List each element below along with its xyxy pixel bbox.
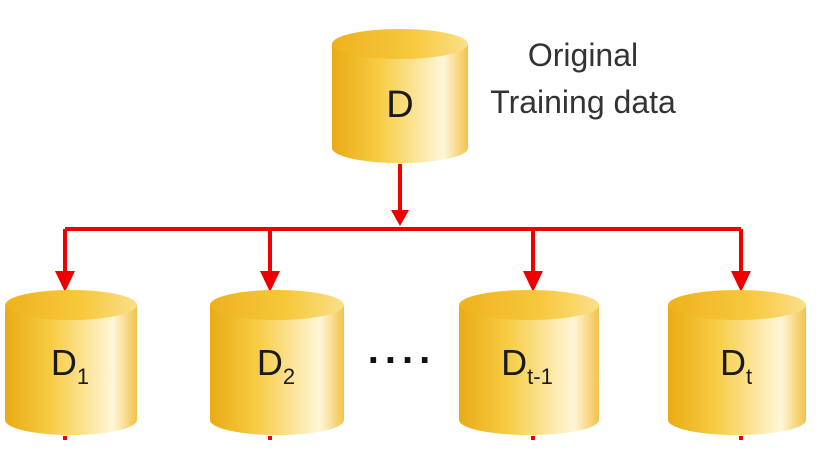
root-note-line2: Training data bbox=[490, 84, 676, 120]
root-cylinder-body bbox=[332, 44, 468, 163]
branch-arrowhead-2 bbox=[260, 271, 280, 292]
bottom-arrow-stubs bbox=[63, 436, 743, 440]
branch-arrowhead-1 bbox=[55, 271, 75, 292]
subset-t-minus-1-top bbox=[459, 290, 599, 320]
subset-cylinder-t: Dt bbox=[668, 290, 806, 435]
root-note-line1: Original bbox=[528, 37, 638, 73]
subset-2-body bbox=[210, 305, 344, 435]
subset-2-label: D2 bbox=[257, 342, 295, 389]
subset-t-minus-1-body bbox=[459, 305, 599, 435]
connector-lines bbox=[55, 164, 751, 292]
subset-t-minus-1-base: D bbox=[501, 342, 527, 383]
subset-t-minus-1-label: Dt-1 bbox=[501, 342, 553, 389]
subset-1-base: D bbox=[51, 342, 77, 383]
root-stem-arrowhead bbox=[391, 210, 409, 226]
branch-arrowhead-4 bbox=[731, 271, 751, 292]
subset-t-base: D bbox=[720, 342, 746, 383]
subset-t-subscript: t bbox=[746, 364, 752, 389]
subset-t-label: Dt bbox=[720, 342, 752, 389]
subset-1-body bbox=[5, 305, 137, 435]
subset-1-top bbox=[5, 290, 137, 320]
bottom-stub-2 bbox=[268, 436, 272, 440]
subset-1-label: D1 bbox=[51, 342, 89, 389]
subset-cylinder-t-minus-1: Dt-1 bbox=[459, 290, 599, 435]
subset-t-body bbox=[668, 305, 806, 435]
subset-1-subscript: 1 bbox=[77, 364, 89, 389]
subset-2-subscript: 2 bbox=[283, 364, 295, 389]
bottom-stub-4 bbox=[739, 436, 743, 440]
subset-2-top bbox=[210, 290, 344, 320]
root-cylinder-top bbox=[332, 29, 468, 59]
ellipsis-dots: .... bbox=[368, 328, 436, 372]
subset-cylinder-1: D1 bbox=[5, 290, 137, 435]
subset-t-top bbox=[668, 290, 806, 320]
root-dataset-label: D bbox=[386, 84, 413, 126]
branch-arrowhead-3 bbox=[523, 271, 543, 292]
subset-2-base: D bbox=[257, 342, 283, 383]
subset-cylinder-2: D2 bbox=[210, 290, 344, 435]
bottom-stub-3 bbox=[531, 436, 535, 440]
bottom-stub-1 bbox=[63, 436, 67, 440]
root-dataset-cylinder: D bbox=[332, 29, 468, 163]
subset-t-minus-1-subscript: t-1 bbox=[527, 364, 553, 389]
